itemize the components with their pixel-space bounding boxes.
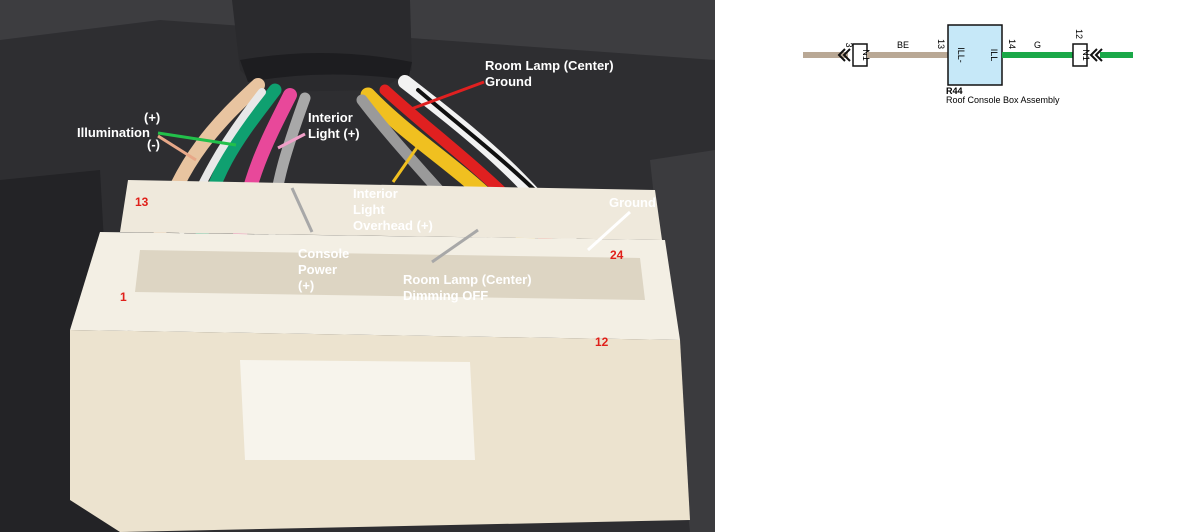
pointer-console-power bbox=[290, 187, 314, 233]
pin-24-label: 24 bbox=[610, 248, 624, 262]
component-box bbox=[947, 24, 1003, 86]
pin-12-label: 12 bbox=[595, 335, 609, 349]
left-connector-arrows bbox=[837, 48, 851, 62]
label-console-power: Console Power (+) bbox=[298, 246, 350, 293]
label-ground: Ground bbox=[609, 195, 656, 210]
label-illumination: Illumination bbox=[77, 125, 150, 140]
dash-right bbox=[650, 150, 715, 532]
connector-cavity-row bbox=[135, 250, 645, 300]
wire-be-label: BE bbox=[897, 40, 909, 50]
label-room-lamp-dimming: Room Lamp (Center) Dimming OFF bbox=[403, 272, 532, 303]
pointer-illum-plus bbox=[157, 131, 237, 147]
left-pin-label: 3 bbox=[844, 42, 854, 47]
schematic-diagram: N1 3 BE 13 ILL- ILL R44 Roof Console Box… bbox=[803, 24, 1133, 105]
tape-bundle-wrap bbox=[240, 52, 412, 82]
connector-latch bbox=[240, 360, 475, 460]
pointer-overhead bbox=[391, 145, 420, 183]
label-interior-light: Interior Light (+) bbox=[308, 110, 360, 141]
pin-13-label: 13 bbox=[135, 195, 149, 209]
wiring-schematic: N1 3 BE 13 ILL- ILL R44 Roof Console Box… bbox=[715, 0, 1188, 532]
label-interior-overhead: Interior Light Overhead (+) bbox=[353, 186, 433, 233]
box-pin-right-label: 14 bbox=[1007, 39, 1017, 49]
pin-1-label: 1 bbox=[120, 290, 127, 304]
box-label-right: ILL bbox=[989, 49, 999, 62]
right-pin-label: 12 bbox=[1074, 29, 1084, 39]
right-connector-box bbox=[1072, 43, 1088, 67]
wire-g-label: G bbox=[1034, 40, 1041, 50]
label-illum-minus: (-) bbox=[147, 137, 160, 152]
component-id: R44 bbox=[946, 86, 963, 96]
right-connector-arrows bbox=[1089, 48, 1103, 62]
connector-photo: (+) Illumination (-) Interior Light (+) … bbox=[0, 0, 715, 532]
label-illum-plus: (+) bbox=[144, 110, 161, 125]
connector-top bbox=[120, 180, 662, 240]
left-conn-label: N1 bbox=[861, 49, 871, 61]
pointer-lines bbox=[157, 80, 632, 264]
pointer-room-ground bbox=[402, 80, 485, 114]
label-room-lamp-ground: Room Lamp (Center) Ground bbox=[485, 58, 614, 89]
pointer-illum-minus bbox=[157, 134, 197, 162]
connector-illustration bbox=[0, 0, 715, 532]
component-name: Roof Console Box Assembly bbox=[946, 95, 1060, 105]
right-conn-label: N1 bbox=[1081, 49, 1091, 61]
pointer-interior-light bbox=[277, 132, 306, 150]
box-label-left: ILL- bbox=[956, 47, 966, 63]
pointer-dimming bbox=[431, 228, 479, 264]
box-pin-left-label: 13 bbox=[936, 39, 946, 49]
pointer-ground bbox=[586, 210, 632, 252]
